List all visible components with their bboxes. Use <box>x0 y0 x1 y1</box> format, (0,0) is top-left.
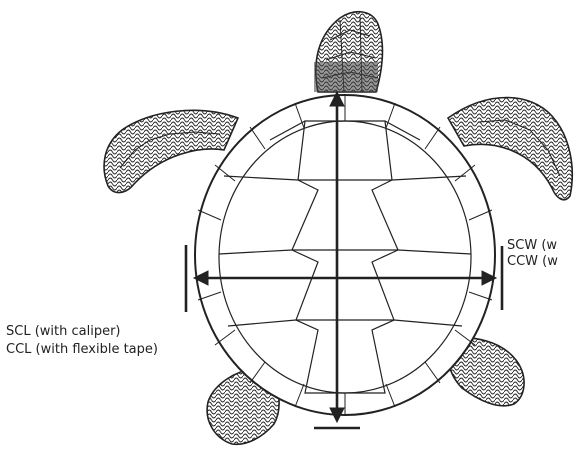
width-labels: SCW (w CCW (w <box>507 238 576 278</box>
length-straight-label: SCL (with caliper) <box>6 324 121 340</box>
carapace <box>195 95 495 415</box>
head <box>314 12 382 92</box>
nuchal-scute <box>314 62 378 92</box>
width-straight-label: SCW (w <box>507 238 576 254</box>
length-curved-label: CCL (with flexible tape) <box>6 342 158 358</box>
width-curved-label: CCW (w <box>507 254 576 270</box>
